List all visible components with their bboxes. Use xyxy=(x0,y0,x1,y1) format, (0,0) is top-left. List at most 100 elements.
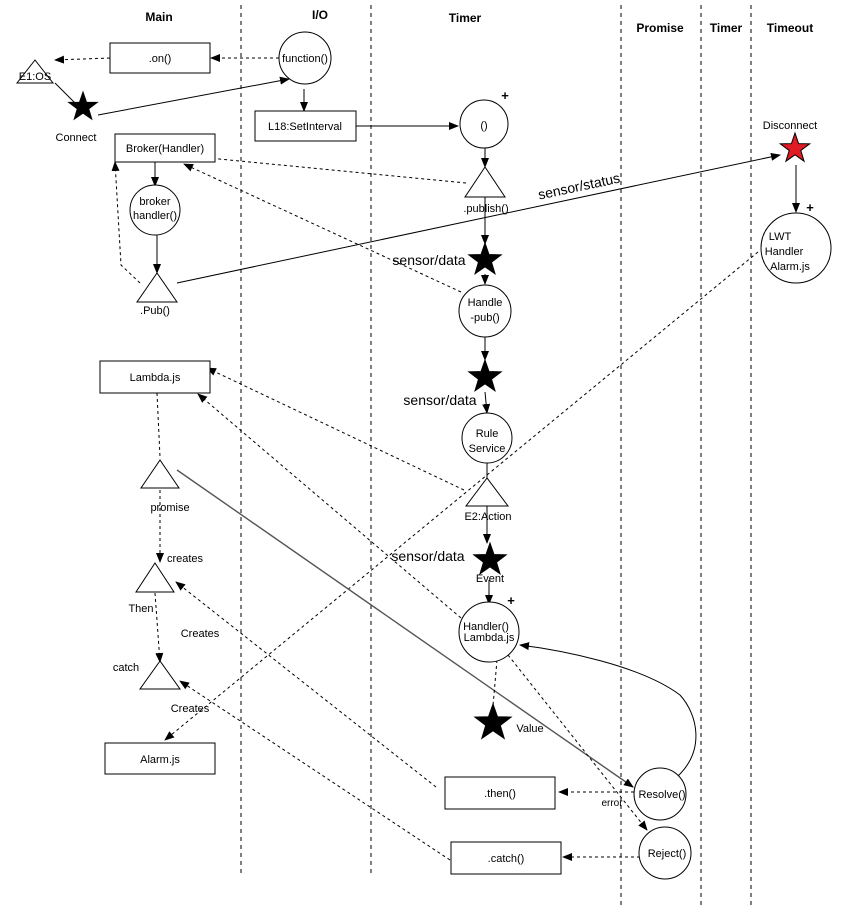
reject-circle xyxy=(638,826,692,880)
value-label: Value xyxy=(516,723,543,735)
handle-pub-line1: Handle xyxy=(468,297,503,309)
creates-label-2: Creates xyxy=(181,628,220,640)
lane-header-io: I/O xyxy=(312,8,328,22)
arrow-action-to-lambda xyxy=(206,367,465,491)
sensor-data-label-1: sensor/data xyxy=(392,252,465,268)
promise-label: promise xyxy=(150,502,189,514)
arrow-on-to-os xyxy=(54,55,111,64)
function-circle xyxy=(278,31,332,85)
catch-triangle xyxy=(139,660,181,690)
pub-triangle xyxy=(136,272,178,303)
lane-separators xyxy=(240,5,752,905)
handle-pub-line2: -pub() xyxy=(470,312,499,324)
alarm-box xyxy=(104,742,216,775)
handler-lambda-circle xyxy=(458,601,520,663)
arrow-lwt-to-alarm xyxy=(164,251,759,741)
os-triangle xyxy=(15,59,55,84)
resolve-circle xyxy=(633,767,687,821)
arrow-handler-to-reject xyxy=(507,654,648,831)
lane-header-main: Main xyxy=(145,10,172,24)
disconnect-star xyxy=(778,131,812,163)
handler-lambda-line1: Handler() xyxy=(463,621,509,633)
os-label: E1:OS xyxy=(19,71,51,83)
arrow-resolve-to-handler xyxy=(519,642,697,777)
pub-label: .Pub() xyxy=(140,305,170,317)
handler-lambda-line2: Lambda.js xyxy=(464,632,515,644)
arrow-handlepub-to-broker xyxy=(183,163,462,293)
rule-service-circle xyxy=(461,412,513,464)
resolve-label: Resolve() xyxy=(638,789,685,801)
sensor-data-star-3 xyxy=(472,541,508,576)
on-box xyxy=(109,42,211,74)
broker-handler-circle xyxy=(129,184,181,236)
catch-label: catch xyxy=(113,662,139,674)
arrow-publish-to-broker xyxy=(187,152,467,184)
arrow-handler-to-lambda xyxy=(197,393,462,619)
rule-service-line1: Rule xyxy=(476,428,499,440)
line-os-to-connect xyxy=(54,82,76,104)
lwt-line1: LWT xyxy=(769,231,792,243)
broker-handler-line1: broker xyxy=(139,196,171,208)
sensor-data-star-2 xyxy=(467,358,503,393)
line-lambda-to-promise xyxy=(156,392,161,458)
timer-fn-circle xyxy=(459,99,509,149)
timer-fn-plus: + xyxy=(501,88,509,103)
then-box xyxy=(444,776,556,810)
event-label: Event xyxy=(476,573,504,585)
lane-header-promise: Promise xyxy=(636,21,684,35)
lane-header-timer-2: Timer xyxy=(710,21,743,35)
promise-triangle xyxy=(140,459,180,489)
error-label: error xyxy=(601,798,623,809)
creates-label-3: Creates xyxy=(171,703,210,715)
then-triangle xyxy=(135,562,175,593)
on-label: .on() xyxy=(149,53,172,65)
arrow-pub-to-broker xyxy=(111,161,141,284)
arrow-catchbox-to-catch xyxy=(179,680,451,861)
value-star xyxy=(473,702,513,740)
publish-label: .publish() xyxy=(463,203,508,215)
line-handler-to-value xyxy=(492,659,498,707)
broker-label: Broker(Handler) xyxy=(126,143,204,155)
sensor-data-label-3: sensor/data xyxy=(391,548,464,564)
rule-service-line2: Service xyxy=(469,443,506,455)
timer-fn-label: () xyxy=(480,120,487,132)
reject-label: Reject() xyxy=(648,848,687,860)
arrow-connect-to-function xyxy=(97,76,290,116)
connect-star xyxy=(67,90,99,121)
broker-handler-line2: handler() xyxy=(133,210,177,222)
lane-header-timer: Timer xyxy=(449,11,482,25)
handler-lambda-plus: + xyxy=(507,593,515,608)
lambda-label: Lambda.js xyxy=(130,372,181,384)
lane-header-timeout: Timeout xyxy=(767,21,813,35)
setinterval-label: L18:SetInterval xyxy=(268,121,342,133)
disconnect-label: Disconnect xyxy=(763,120,817,132)
connectors xyxy=(54,54,800,861)
sensor-data-star-1 xyxy=(467,241,503,276)
arrow-promise-to-resolve xyxy=(176,469,634,788)
alarm-label: Alarm.js xyxy=(140,754,180,766)
function-label: function() xyxy=(282,53,328,65)
setinterval-box xyxy=(254,110,357,142)
arrow-pub-to-disconnect xyxy=(176,152,781,284)
creates-label-1: creates xyxy=(167,553,204,565)
lwt-plus: + xyxy=(806,200,814,215)
action-triangle xyxy=(465,477,509,507)
then-label: Then xyxy=(128,603,153,615)
broker-box xyxy=(114,133,216,163)
lwt-line2: Handler xyxy=(765,246,804,258)
lane-headers: Main I/O Timer Promise Timer Timeout xyxy=(145,8,813,35)
lwt-line3: Alarm.js xyxy=(770,261,810,273)
arrow-then-to-catch xyxy=(154,592,164,663)
lambda-box xyxy=(99,360,211,394)
arrow-star2-to-rule xyxy=(482,391,491,414)
connect-label: Connect xyxy=(56,132,97,144)
arrow-thenbox-to-then xyxy=(175,581,437,788)
catch-box xyxy=(450,841,562,875)
catch-box-label: .catch() xyxy=(488,853,525,865)
then-box-label: .then() xyxy=(484,788,516,800)
sensor-data-label-2: sensor/data xyxy=(403,392,476,408)
handle-pub-circle xyxy=(458,284,512,338)
publish-triangle xyxy=(464,166,506,198)
action-label: E2:Action xyxy=(464,511,511,523)
